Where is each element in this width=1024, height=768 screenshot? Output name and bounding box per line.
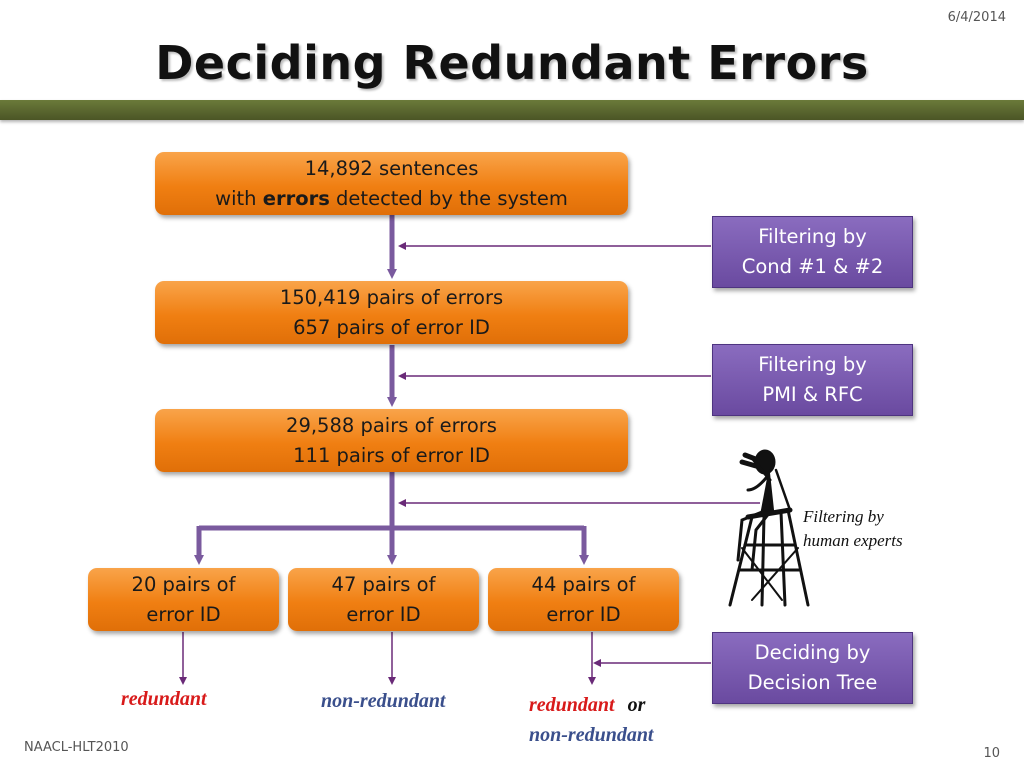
branch-3-line1: 44 pairs of: [531, 572, 636, 596]
branch-2-line1: 47 pairs of: [331, 572, 436, 596]
branch-1-line1: 20 pairs of: [131, 572, 236, 596]
decision-tree-box: Deciding by Decision Tree: [712, 632, 913, 704]
outcome-either-redundant: redundant: [529, 694, 615, 716]
pairs-box-1: 150,419 pairs of errors 657 pairs of err…: [155, 281, 628, 344]
title-divider-bar: [0, 100, 1024, 120]
outcome-redundant: redundant: [121, 688, 207, 710]
slide-title: Deciding Redundant Errors: [155, 36, 869, 90]
branch-box-1: 20 pairs of error ID: [88, 568, 279, 631]
pairs-of-error-id-1: 657 pairs of error ID: [293, 315, 490, 339]
outcome-either-or: or: [627, 694, 646, 716]
filter-box-pmi: Filtering by PMI & RFC: [712, 344, 913, 416]
outcome-either: redundant or non-redundant: [529, 690, 654, 750]
footer-venue: NAACL-HLT2010: [24, 740, 129, 755]
branch-2-line2: error ID: [346, 602, 421, 626]
branch-3-line2: error ID: [546, 602, 621, 626]
branch-1-line2: error ID: [146, 602, 221, 626]
pairs-box-2: 29,588 pairs of errors 111 pairs of erro…: [155, 409, 628, 472]
decision-tree-line1: Deciding by: [754, 641, 871, 664]
sentences-description: with errors detected by the system: [215, 186, 568, 210]
slide-date: 6/4/2014: [947, 10, 1006, 25]
filter-cond-line1: Filtering by: [758, 225, 867, 248]
pairs-of-errors-2: 29,588 pairs of errors: [286, 413, 497, 437]
branch-box-3: 44 pairs of error ID: [488, 568, 679, 631]
human-experts-label: Filtering by human experts: [803, 505, 903, 553]
human-experts-line2: human experts: [803, 531, 903, 550]
sentences-box: 14,892 sentences with errors detected by…: [155, 152, 628, 215]
filter-pmi-line2: PMI & RFC: [762, 383, 863, 406]
filter-pmi-line1: Filtering by: [758, 353, 867, 376]
outcome-either-non-redundant: non-redundant: [529, 724, 654, 746]
filter-box-cond: Filtering by Cond #1 & #2: [712, 216, 913, 288]
pairs-of-error-id-2: 111 pairs of error ID: [293, 443, 490, 467]
filter-cond-line2: Cond #1 & #2: [741, 255, 884, 278]
page-number: 10: [983, 746, 1000, 761]
human-experts-line1: Filtering by: [803, 507, 884, 526]
outcome-non-redundant: non-redundant: [321, 690, 446, 712]
decision-tree-line2: Decision Tree: [747, 671, 878, 694]
person-on-lifeguard-chair-icon: [728, 449, 810, 607]
sentences-count: 14,892 sentences: [304, 156, 479, 180]
pairs-of-errors-1: 150,419 pairs of errors: [279, 285, 504, 309]
branch-box-2: 47 pairs of error ID: [288, 568, 479, 631]
